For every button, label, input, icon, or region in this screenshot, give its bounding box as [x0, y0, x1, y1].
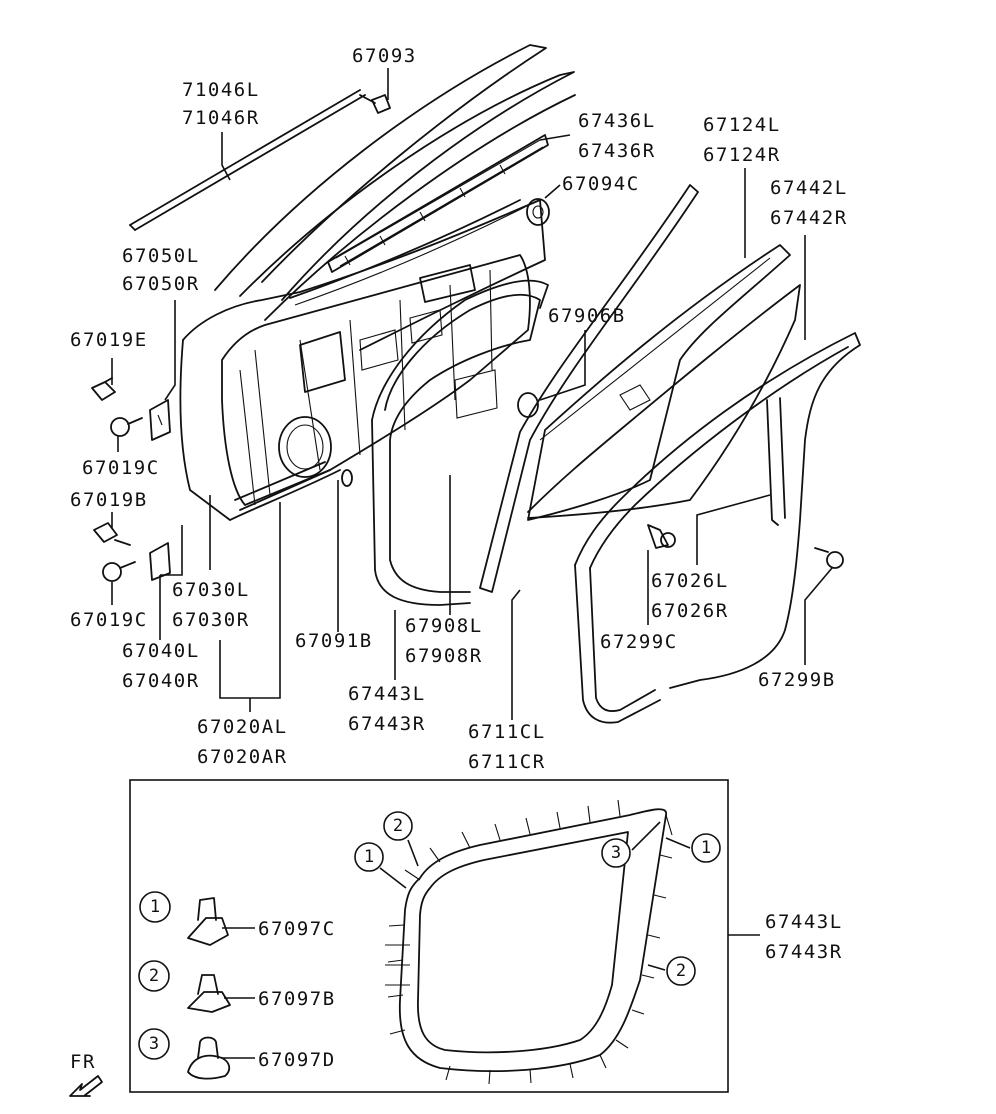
label-67019c-upper: 67019C: [82, 457, 160, 479]
callout-3-legend: 3: [149, 1034, 159, 1054]
label-67030r: 67030R: [172, 609, 250, 631]
label-67097b: 67097B: [258, 988, 336, 1010]
label-67443l-top: 67443L: [348, 683, 426, 705]
label-67019b: 67019B: [70, 489, 148, 511]
plug-67094c: [526, 198, 550, 226]
label-71046l: 71046L: [182, 79, 260, 101]
label-6711cl: 6711CL: [468, 721, 546, 743]
bolt-67093: [359, 94, 391, 114]
screw-67026: [647, 524, 676, 549]
callout-2-legend: 2: [149, 966, 159, 986]
label-71046r: 71046R: [182, 107, 260, 129]
label-67124r: 67124R: [703, 144, 781, 166]
door-glass-67124: [527, 244, 791, 521]
label-67040r: 67040R: [122, 670, 200, 692]
door-weatherstrip-67442: [574, 332, 861, 724]
hinge-bolt-67019c-lower: [102, 561, 136, 582]
label-67442r: 67442R: [770, 207, 848, 229]
label-67019e: 67019E: [70, 329, 148, 351]
clip-67097d: [187, 1036, 255, 1080]
door-inner-seal: [371, 279, 549, 606]
callout-2-top: 2: [393, 816, 403, 836]
callout-1-top-left: 1: [364, 847, 374, 867]
hinge-67040: [149, 542, 171, 581]
part-labels: 71046L 71046R 67093 67436L 67436R 67094C…: [70, 45, 848, 1071]
drip-moulding-strip: [129, 89, 366, 231]
front-arrow-label: FR: [70, 1051, 96, 1073]
label-67020al: 67020AL: [197, 716, 288, 738]
label-67030l: 67030L: [172, 579, 250, 601]
label-67443l-inset: 67443L: [765, 911, 843, 933]
hinge-67050: [149, 399, 171, 441]
label-67094c: 67094C: [562, 173, 640, 195]
label-67299b: 67299B: [758, 669, 836, 691]
belt-weatherstrip: [327, 134, 549, 273]
hinge-bolt-67019b: [93, 522, 131, 546]
label-67093: 67093: [352, 45, 417, 67]
label-67299c: 67299C: [600, 631, 678, 653]
label-67019c-lower: 67019C: [70, 609, 148, 631]
inset-box: [129, 779, 760, 1093]
front-arrow-icon: FR: [69, 1051, 103, 1097]
label-67442l: 67442L: [770, 177, 848, 199]
callout-2-right: 2: [676, 961, 686, 981]
callout-1-top-right: 1: [701, 838, 711, 858]
label-67124l: 67124L: [703, 114, 781, 136]
label-67050l: 67050L: [122, 245, 200, 267]
clip-67097b: [187, 974, 255, 1013]
label-67443r-inset: 67443R: [765, 941, 843, 963]
run-channel-6711c: [479, 184, 699, 593]
label-67020ar: 67020AR: [197, 746, 288, 768]
label-67436l: 67436L: [578, 110, 656, 132]
label-67026l: 67026L: [651, 570, 729, 592]
label-67040l: 67040L: [122, 640, 200, 662]
door-panel-drawing: [179, 44, 576, 521]
hinge-bolt-67019c-upper: [110, 417, 143, 437]
label-67906b: 67906B: [548, 305, 626, 327]
label-67436r: 67436R: [578, 140, 656, 162]
label-67908l: 67908L: [405, 615, 483, 637]
label-67097d: 67097D: [258, 1049, 336, 1071]
label-67091b: 67091B: [295, 630, 373, 652]
label-6711cr: 6711CR: [468, 751, 546, 773]
clip-67097c: [187, 897, 255, 946]
callout-3-corner: 3: [611, 843, 621, 863]
leader-lines: [111, 68, 833, 720]
callout-circles: 2 1 3 1 2 1 2 3: [138, 811, 721, 1060]
label-67443r-top: 67443R: [348, 713, 426, 735]
label-67026r: 67026R: [651, 600, 729, 622]
label-67097c: 67097C: [258, 918, 336, 940]
label-67050r: 67050R: [122, 273, 200, 295]
screw-67299b: [814, 547, 844, 569]
label-67908r: 67908R: [405, 645, 483, 667]
hinge-bolt-67019e: [91, 377, 116, 401]
door-glass-main: [527, 284, 801, 519]
callout-1-legend: 1: [150, 897, 160, 917]
